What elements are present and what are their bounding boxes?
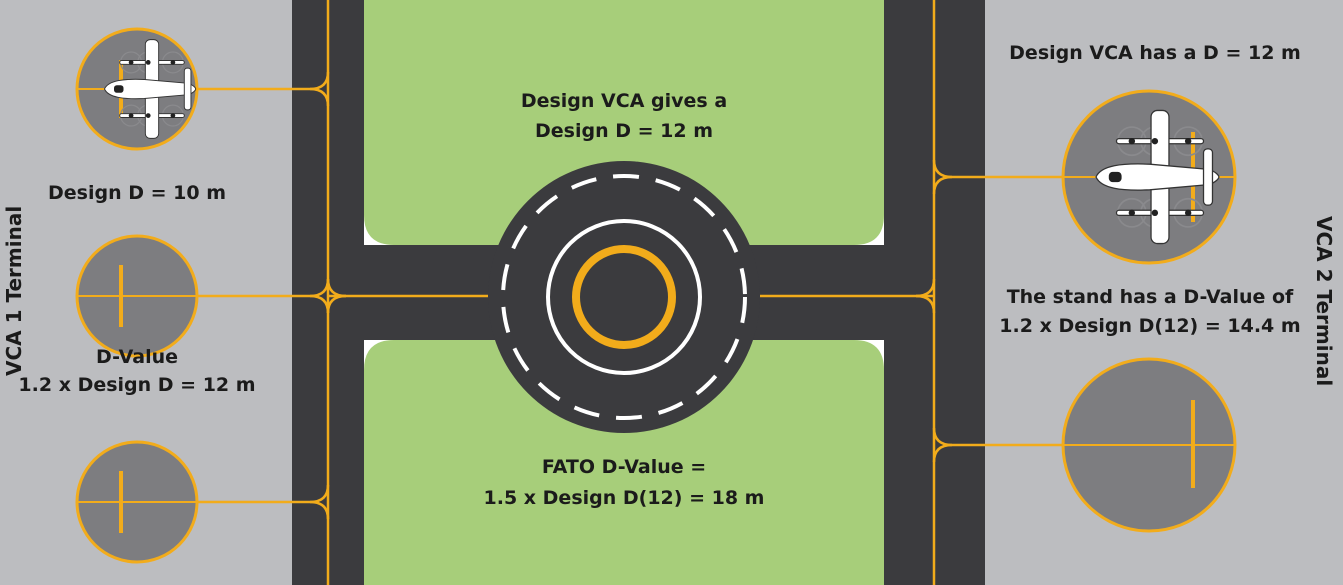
center-top-label-line2: Design D = 12 m [535, 120, 713, 142]
dvalue-label-line2: 1.2 x Design D = 12 m [18, 374, 256, 396]
vca2-terminal-label: VCA 2 Terminal [1312, 216, 1336, 387]
vca1-terminal-label: VCA 1 Terminal [2, 205, 26, 376]
vca1-stand-top [75, 27, 199, 151]
center-top-label-line1: Design VCA gives a [520, 90, 728, 112]
stand-dvalue-label-line2: 1.2 x Design D(12) = 14.4 m [999, 315, 1301, 337]
vca2-stand-bottom [1061, 357, 1237, 533]
touchdown-yellow-ring [572, 245, 676, 349]
fato-pad [488, 161, 760, 433]
taxi-guidance-lines [197, 0, 1062, 585]
dvalue-label-line1: D-Value [95, 346, 179, 368]
fato-dvalue-label-line2: 1.5 x Design D(12) = 18 m [483, 487, 765, 509]
vca2-stand-top [1061, 89, 1237, 265]
grass-bottom [364, 340, 884, 585]
fato-dashed-edge [501, 174, 747, 420]
tlof-white-ring [546, 219, 702, 375]
vca1-stand-bottom [75, 440, 199, 564]
grass-top [364, 0, 884, 245]
vca1-stand-middle [75, 234, 199, 358]
design-d-10-label: Design D = 10 m [48, 182, 226, 204]
fato-dvalue-label-line1: FATO D-Value = [541, 456, 707, 478]
design-vca-d-12-label: Design VCA has a D = 12 m [1009, 42, 1301, 64]
stand-dvalue-label-line1: The stand has a D-Value of [1006, 286, 1294, 308]
